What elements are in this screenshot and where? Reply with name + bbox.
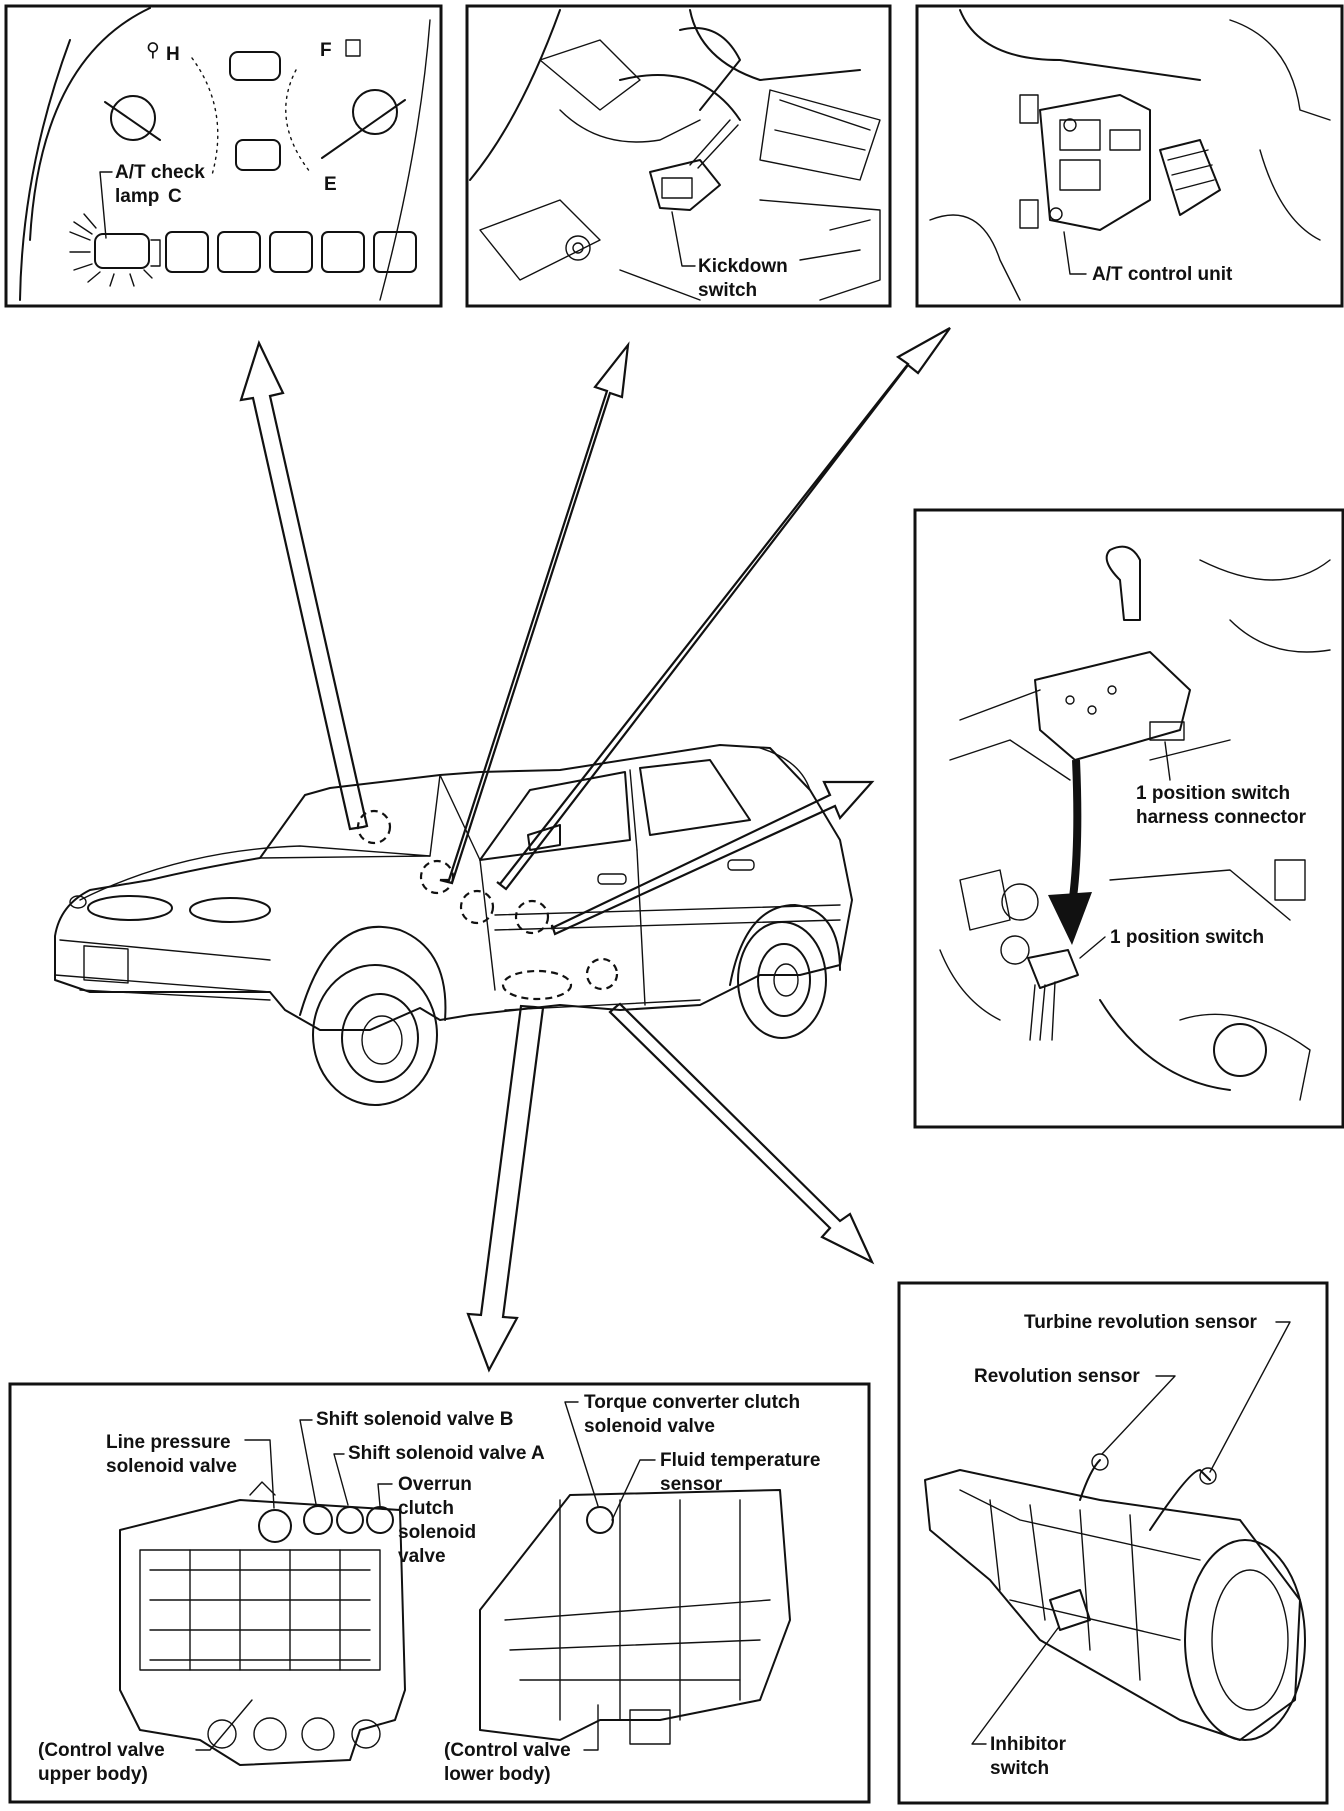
- position-switch-connector-label-line1: 1 position switch: [1136, 783, 1290, 804]
- inhibitor-switch-label-line1: Inhibitor: [990, 1734, 1067, 1755]
- overrun-label-line1: Overrun: [398, 1474, 472, 1495]
- vehicle-illustration: [54, 744, 853, 1106]
- torque-converter-label-line1: Torque converter clutch: [584, 1392, 800, 1413]
- position-switch-location-marker: [514, 899, 550, 935]
- control-valve-lower-body: [479, 1489, 791, 1745]
- upper-body-solenoid-valves: [249, 1481, 394, 1543]
- arrow-to-kickdown: [439, 341, 630, 885]
- kickdown-switch-label-line2: switch: [698, 280, 757, 301]
- front-wheel: [312, 964, 438, 1106]
- lower-body-label-line1: (Control valve: [444, 1740, 571, 1761]
- transaxle-assembly: [924, 1469, 1306, 1741]
- gauge-full-label: F: [320, 40, 332, 61]
- at-check-lamp-label-line1: A/T check: [115, 162, 205, 183]
- kickdown-switch-label-line1: Kickdown: [698, 256, 788, 277]
- arrow-to-meter: [239, 340, 369, 831]
- line-pressure-label-line2: solenoid valve: [106, 1456, 237, 1477]
- lower-body-label-line2: lower body): [444, 1764, 551, 1785]
- shift-solenoid-b-label: Shift solenoid valve B: [316, 1409, 513, 1430]
- torque-converter-label-line2: solenoid valve: [584, 1416, 715, 1437]
- arrow-to-control-unit: [496, 327, 951, 891]
- inhibitor-switch-label-line2: switch: [990, 1758, 1049, 1779]
- fluid-temp-label-line2: sensor: [660, 1474, 723, 1495]
- at-control-unit-device: [1019, 94, 1151, 231]
- 1-position-switch-device: [1027, 949, 1079, 1041]
- overrun-label-line4: valve: [398, 1546, 446, 1567]
- at-control-unit-label: A/T control unit: [1092, 264, 1233, 285]
- panel-combination-meter: ⚲ H F E A/T check lamp C: [4, 4, 443, 308]
- arrow-to-position-switch: [550, 780, 875, 936]
- position-switch-label: 1 position switch: [1110, 927, 1264, 948]
- overrun-label-line3: solenoid: [398, 1522, 476, 1543]
- at-check-lamp-icon: [69, 213, 153, 287]
- inhibitor-switch-device: [1049, 1589, 1091, 1631]
- overrun-label-line2: clutch: [398, 1498, 454, 1519]
- transaxle-location-marker: [585, 957, 619, 991]
- meter-location-marker: [356, 809, 392, 845]
- kickdown-switch-device: [649, 119, 739, 211]
- arrow-to-transaxle: [608, 1002, 875, 1265]
- shift-solenoid-a-label: Shift solenoid valve A: [348, 1443, 545, 1464]
- revolution-sensor-label: Revolution sensor: [974, 1366, 1140, 1387]
- panel-1-position-switch: 1 position switch harness connector 1 po…: [913, 508, 1344, 1129]
- arrow-to-control-valve: [466, 1004, 545, 1373]
- panel-control-valve: Line pressure solenoid valve Shift solen…: [8, 1382, 871, 1804]
- fuel-pump-icon: [345, 39, 361, 57]
- panel-kickdown-switch: Kickdown switch: [465, 4, 892, 308]
- upper-body-label-line2: upper body): [38, 1764, 148, 1785]
- control-valve-location-marker: [501, 969, 573, 1001]
- fluid-temp-label-line1: Fluid temperature: [660, 1450, 820, 1471]
- line-pressure-label-line1: Line pressure: [106, 1432, 231, 1453]
- at-check-lamp-label-line2: lamp: [115, 186, 159, 207]
- turbine-sensor-label: Turbine revolution sensor: [1024, 1312, 1258, 1333]
- control-unit-location-marker: [459, 889, 495, 925]
- temp-icon: ⚲: [146, 40, 160, 61]
- gauge-cold-label: C: [168, 186, 182, 207]
- panel-transaxle: Turbine revolution sensor Revolution sen…: [897, 1281, 1329, 1805]
- shift-lever: [1034, 545, 1191, 761]
- upper-body-label-line1: (Control valve: [38, 1740, 165, 1761]
- position-switch-connector-label-line2: harness connector: [1136, 807, 1307, 828]
- kickdown-location-marker: [419, 859, 455, 895]
- license-plate: [83, 945, 129, 984]
- gauge-hot-label: H: [166, 44, 180, 65]
- gauge-empty-label: E: [324, 174, 337, 195]
- panel-at-control-unit: A/T control unit: [915, 4, 1344, 308]
